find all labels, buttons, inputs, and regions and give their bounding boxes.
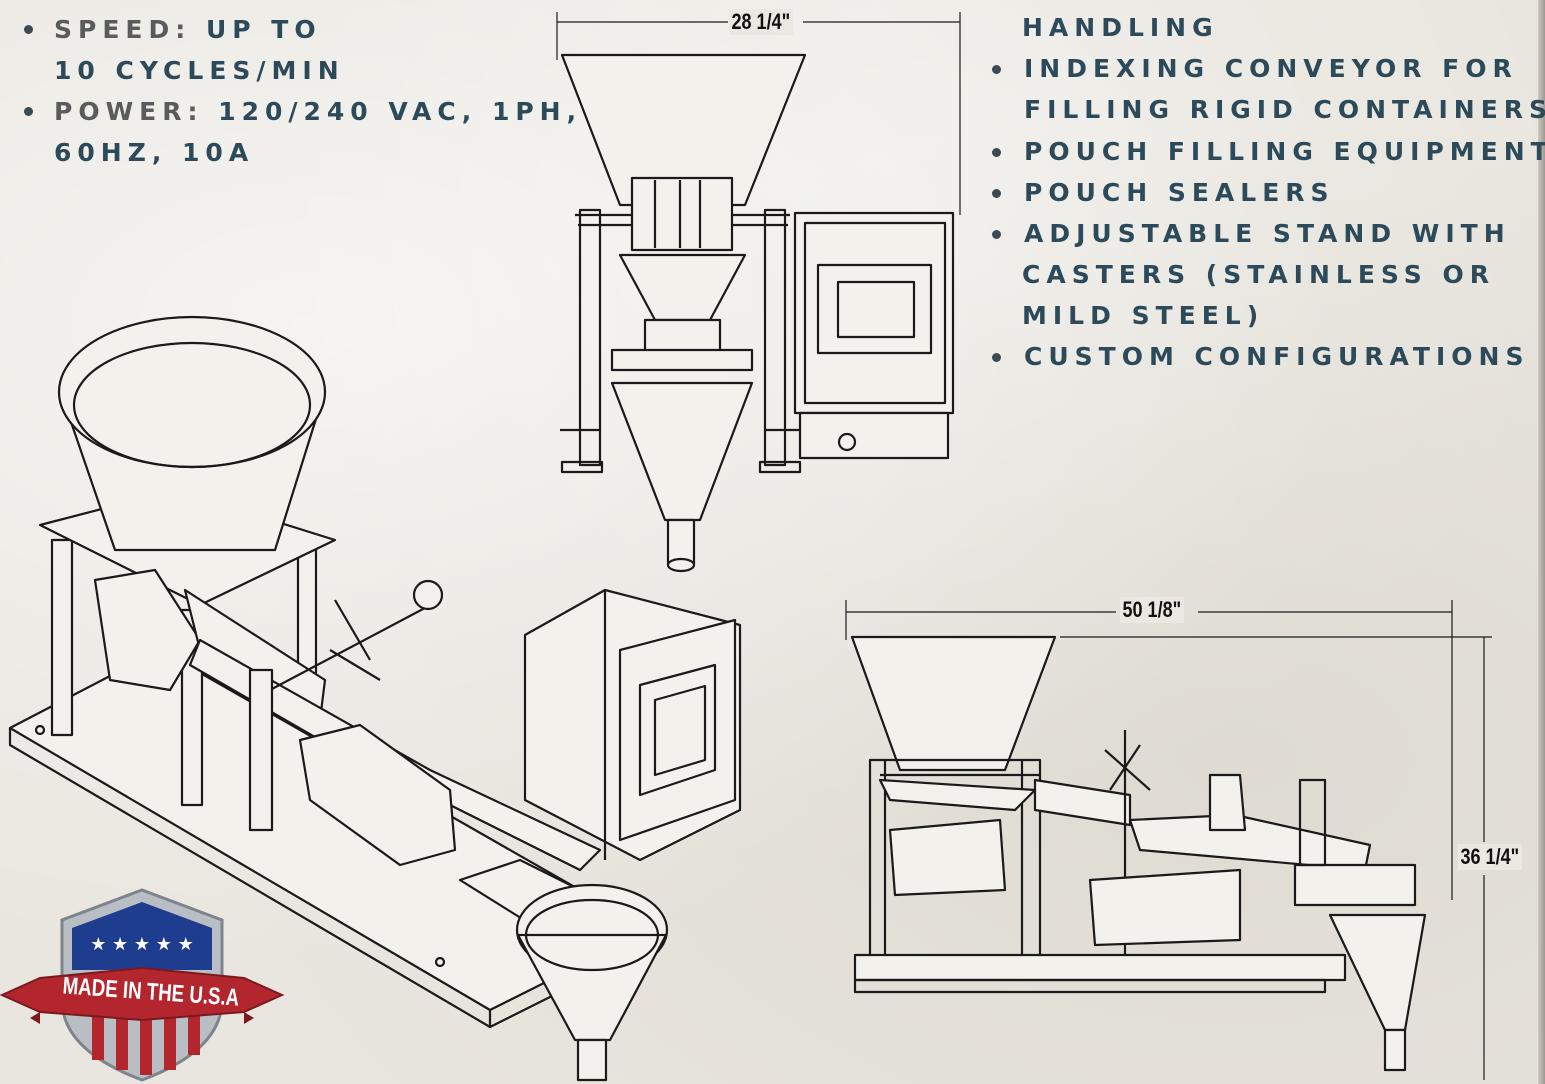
option-custom: CUSTOM CONFIGURATIONS: [1024, 342, 1530, 371]
bullet-sealers: [992, 189, 1001, 198]
bullet-power: [24, 107, 33, 116]
option-steel: MILD STEEL): [1022, 301, 1265, 330]
spec-speed-key: SPEED:: [54, 15, 192, 44]
option-rigid: FILLING RIGID CONTAINERS: [1024, 95, 1545, 124]
dimension-side-height: 36 1/4": [1458, 844, 1522, 870]
spec-power-key: POWER:: [54, 97, 204, 126]
spec-power: POWER: 120/240 VAC, 1PH,: [54, 91, 582, 132]
bullet-indexing: [992, 65, 1001, 74]
option-indexing: INDEXING CONVEYOR FOR: [1024, 54, 1518, 83]
option-sealers: POUCH SEALERS: [1024, 178, 1335, 207]
bullet-stand: [992, 230, 1001, 239]
bullet-speed: [24, 25, 33, 34]
dimension-front-width: 28 1/4": [729, 9, 793, 35]
bullet-custom: [992, 353, 1001, 362]
spec-speed: SPEED: UP TO: [54, 9, 322, 50]
badge-stars: ★ ★ ★ ★ ★: [90, 934, 194, 955]
page-edge: [1538, 0, 1545, 1084]
option-handling: HANDLING: [1022, 13, 1219, 42]
isometric-view-drawing: [8, 315, 742, 1082]
option-pouch-fill: POUCH FILLING EQUIPMENT: [1024, 137, 1545, 166]
spec-speed-cont: 10 CYCLES/MIN: [54, 56, 345, 85]
bullet-pouch-fill: [992, 148, 1001, 157]
spec-power-cont: 60HZ, 10A: [54, 138, 255, 167]
dimension-side-length: 50 1/8": [1120, 597, 1184, 623]
option-stand: ADJUSTABLE STAND WITH: [1024, 219, 1511, 248]
spec-speed-value: UP TO: [205, 15, 322, 44]
made-in-usa-badge: ★ ★ ★ ★ ★: [0, 888, 285, 1082]
side-view-drawing: [845, 600, 1492, 1080]
option-casters: CASTERS (STAINLESS OR: [1022, 260, 1496, 289]
spec-power-value: 120/240 VAC, 1PH,: [218, 97, 583, 126]
front-view-drawing: [556, 12, 961, 573]
